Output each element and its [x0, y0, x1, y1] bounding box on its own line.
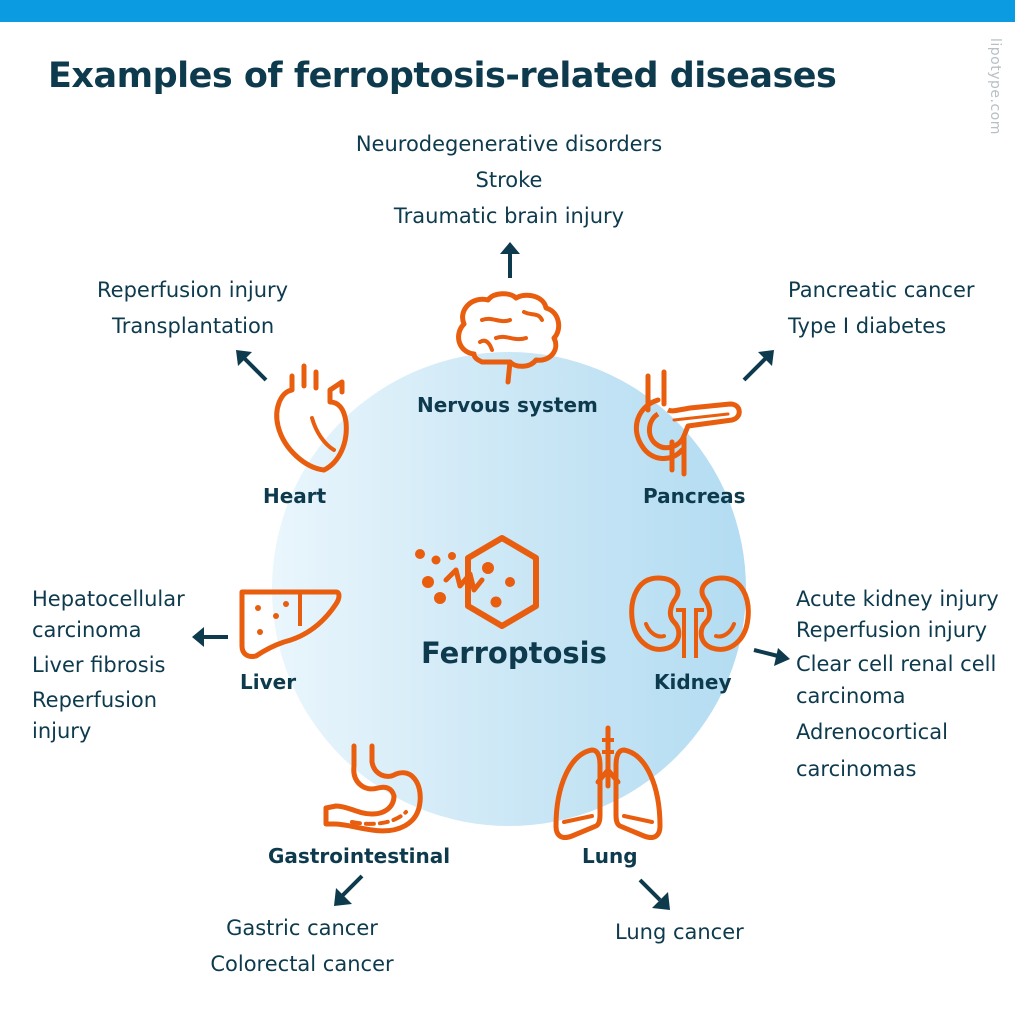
disease-item: Pancreatic cancer [788, 278, 975, 302]
ferroptosis-circle [272, 352, 746, 826]
disease-item: carcinomas [796, 757, 917, 781]
disease-list-pancreas: Pancreatic cancer Type I diabetes [788, 272, 975, 344]
arrow-left-icon [192, 627, 228, 647]
arrow-up-left-icon [236, 350, 268, 382]
arrow-down-right-icon [638, 878, 670, 910]
disease-item: Adrenocortical [796, 720, 948, 744]
disease-item: Hepatocellular [32, 587, 185, 611]
disease-list-liver: Hepatocellular carcinoma Liver fibrosis … [32, 584, 185, 747]
disease-item: Gastric cancer [226, 916, 378, 940]
disease-item: carcinoma [796, 684, 906, 708]
page-title: Examples of ferroptosis-related diseases [48, 56, 837, 96]
disease-list-heart: Reperfusion injury Transplantation [97, 272, 288, 344]
disease-list-nervous: Neurodegenerative disorders Stroke Traum… [352, 126, 666, 234]
organ-label-gastrointestinal: Gastrointestinal [268, 844, 451, 868]
top-bar [0, 0, 1015, 22]
disease-item: Liver fibrosis [32, 653, 166, 677]
organ-label-heart: Heart [263, 484, 327, 508]
disease-item: Lung cancer [615, 920, 744, 944]
organ-label-kidney: Kidney [654, 670, 732, 694]
arrow-down-left-icon [334, 874, 364, 906]
arrow-up-right-icon [742, 350, 774, 382]
ferroptosis-hexagon-icon [415, 535, 539, 629]
organ-label-liver: Liver [240, 670, 297, 694]
disease-item: Traumatic brain injury [393, 204, 625, 228]
stomach-icon [323, 743, 423, 834]
brain-icon [456, 291, 562, 385]
liver-icon [239, 589, 342, 659]
disease-item: carcinoma [32, 618, 142, 642]
arrow-right-down-icon [753, 648, 790, 666]
center-label: Ferroptosis [421, 636, 607, 670]
disease-item: Reperfusion injury [97, 278, 289, 302]
disease-list-gastro: Gastric cancer Colorectal cancer [204, 910, 400, 982]
disease-item: Neurodegenerative disorders [355, 132, 663, 156]
kidney-icon [629, 575, 751, 658]
disease-item: Transplantation [112, 314, 275, 338]
heart-icon [274, 363, 349, 473]
disease-item: Reperfusion injury [796, 618, 988, 642]
arrow-up-icon [500, 242, 520, 278]
organ-label-nervous-system: Nervous system [417, 393, 598, 417]
disease-item: Acute kidney injury [796, 587, 999, 611]
disease-item: Clear cell renal cell [796, 652, 997, 676]
lungs-icon [553, 725, 663, 841]
disease-item: Reperfusion [32, 688, 158, 712]
disease-list-lung: Lung cancer [615, 914, 744, 950]
disease-item: injury [32, 719, 92, 743]
disease-item: Stroke [475, 168, 543, 192]
organ-label-pancreas: Pancreas [643, 484, 746, 508]
disease-item: Type I diabetes [788, 314, 947, 338]
organ-label-lung: Lung [582, 844, 638, 868]
watermark: lipotype.com [987, 38, 1003, 135]
disease-item: Colorectal cancer [210, 952, 394, 976]
disease-list-kidney: Acute kidney injury Reperfusion injury C… [796, 584, 999, 784]
pancreas-icon [633, 369, 742, 477]
